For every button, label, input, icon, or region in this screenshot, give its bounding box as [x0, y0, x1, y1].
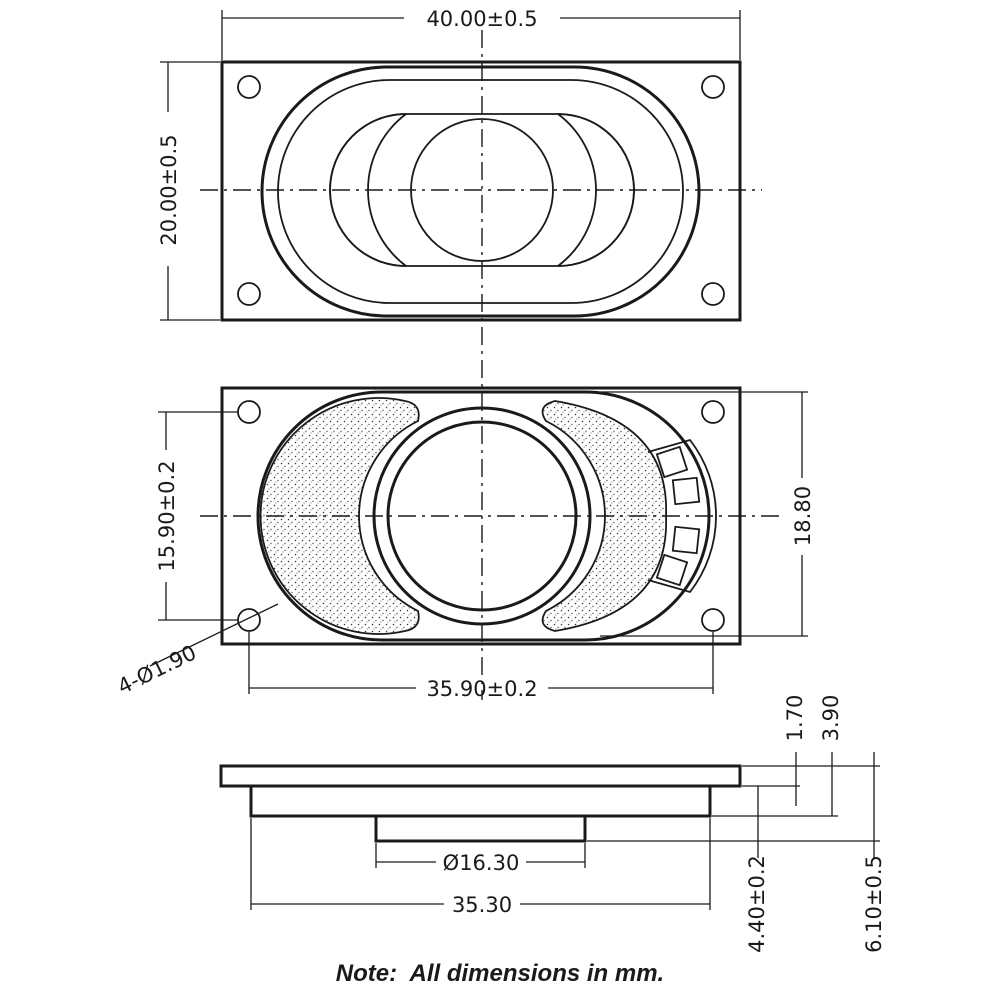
- cone-inner-left: [329, 113, 407, 267]
- dim-mid-step: 3.90: [819, 695, 843, 742]
- units-note: Note: All dimensions in mm.: [335, 960, 665, 987]
- mount-hole-br: [701, 282, 725, 306]
- hole-br: [701, 608, 725, 632]
- dim-total-depth: 6.10±0.5: [862, 855, 886, 953]
- terminal-3: [671, 525, 701, 555]
- outer-oval: [260, 65, 701, 318]
- terminal-1: [655, 445, 689, 479]
- hole-bl: [237, 608, 261, 632]
- mount-hole-tl: [237, 75, 261, 99]
- mount-hole-tr: [701, 75, 725, 99]
- dim-magnet-diameter: Ø16.30: [443, 851, 520, 875]
- dim-flange-thickness: 1.70: [783, 695, 807, 742]
- inner-oval: [277, 79, 684, 304]
- bottom-view: 15.90±0.2 18.80 35.90±0.2 4-Ø1.90: [114, 386, 815, 701]
- dim-overall-width: 40.00±0.5: [426, 7, 537, 31]
- side-basket: [249, 784, 712, 818]
- side-flange: [219, 764, 742, 788]
- dim-overall-height: 20.00±0.5: [157, 134, 181, 245]
- hole-tl: [237, 400, 261, 424]
- dim-basket-depth: 4.40±0.2: [745, 855, 769, 953]
- dim-hole-spacing-y: 15.90±0.2: [155, 460, 179, 571]
- dim-holes: 4-Ø1.90: [114, 640, 200, 698]
- hole-tr: [701, 400, 725, 424]
- basket-outline: [256, 390, 711, 642]
- mount-hole-bl: [237, 282, 261, 306]
- top-frame: [220, 60, 742, 322]
- dim-basket-width: 35.30: [452, 893, 512, 917]
- terminal-block: [647, 438, 717, 594]
- side-magnet: [374, 814, 587, 843]
- dim-inner-height: 18.80: [791, 486, 815, 546]
- terminal-2: [671, 476, 701, 506]
- side-view: 1.70 3.90 4.40±0.2 6.10±0.5 Ø16.30 35.30: [219, 695, 886, 953]
- dim-hole-spacing-x: 35.90±0.2: [426, 677, 537, 701]
- top-view: 40.00±0.5 20.00±0.5: [157, 7, 762, 700]
- terminal-4: [655, 553, 689, 587]
- acoustic-pad-right: [541, 400, 667, 632]
